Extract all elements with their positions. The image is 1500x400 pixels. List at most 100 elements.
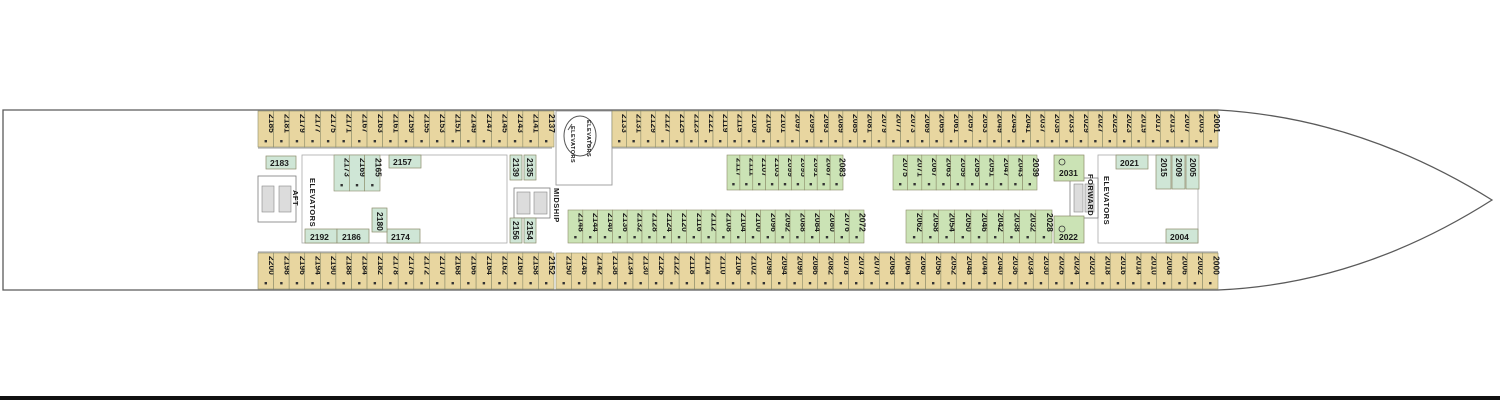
cabin-2077[interactable]: 2077 [885,110,904,148]
cabin-2000[interactable]: 2000 [1202,252,1222,290]
cabin-2049[interactable]: 2049 [986,110,1005,148]
cabin-2200[interactable]: 2200 [257,252,277,290]
cabin-2154[interactable]: 2154 [523,217,537,244]
cabin-2184[interactable]: 2184 [351,252,370,290]
cabin-2105[interactable]: 2105 [755,110,775,148]
cabin-2174[interactable]: 2174 [386,228,421,244]
cabin-2004[interactable]: 2004 [1165,228,1199,244]
cabin-2092[interactable]: 2092 [774,209,794,244]
cabin-2125[interactable]: 2125 [669,110,688,148]
cabin-2152[interactable]: 2152 [538,252,557,290]
cabin-2044[interactable]: 2044 [971,252,991,290]
cabin-number: 2178 [391,256,401,275]
cabin-2180[interactable]: 2180 [371,207,388,233]
cabin-2009[interactable]: 2009 [1171,154,1186,190]
cabin-number: 2122 [672,256,682,275]
cabin-2083[interactable]: 2083 [829,154,848,191]
cabin-2039[interactable]: 2039 [1022,154,1041,191]
cabin-2031[interactable]: 2031 [1053,154,1085,182]
cabin-2173[interactable]: 2173 [333,154,353,192]
cabin-2107[interactable]: 2107 [752,154,770,191]
cabin-2119[interactable]: 2119 [712,110,731,148]
cabin-2169[interactable]: 2169 [349,154,368,192]
cabin-2091[interactable]: 2091 [804,154,822,191]
cabin-2046[interactable]: 2046 [970,209,990,244]
cabin-number: 2045 [1010,114,1020,133]
svg-text:2139: 2139 [511,158,521,177]
cabin-2122[interactable]: 2122 [663,252,683,290]
cabin-2052[interactable]: 2052 [940,252,960,290]
cabin-2026[interactable]: 2026 [1048,252,1068,290]
cabin-2097[interactable]: 2097 [784,110,803,148]
cabin-2013[interactable]: 2013 [1159,110,1179,148]
cabin-2139[interactable]: 2139 [509,154,523,181]
cabin-2055[interactable]: 2055 [964,154,983,191]
cabin-2027[interactable]: 2027 [1087,110,1106,148]
cabin-number: 2063 [944,158,954,177]
cabin-number: 2080 [828,213,838,232]
cabin-2019[interactable]: 2019 [1131,110,1150,148]
cabin-2063[interactable]: 2063 [935,154,954,191]
cabin-2022[interactable]: 2022 [1053,215,1085,244]
cabin-2182[interactable]: 2182 [366,252,386,290]
cabin-2088[interactable]: 2088 [789,209,808,244]
cabin-2153[interactable]: 2153 [429,110,448,148]
cabin-2168[interactable]: 2168 [444,252,464,290]
cabin-2192[interactable]: 2192 [304,228,338,244]
cabin-2060[interactable]: 2060 [909,252,929,290]
cabin-2170[interactable]: 2170 [429,252,448,290]
cabin-2021[interactable]: 2021 [1115,154,1149,170]
cabin-2095[interactable]: 2095 [791,154,809,191]
cabin-2081[interactable]: 2081 [856,110,876,148]
cabin-number: 2079 [880,114,890,133]
cabin-2186[interactable]: 2186 [336,228,370,244]
cabin-2007[interactable]: 2007 [1174,110,1193,148]
cabin-2146[interactable]: 2146 [571,252,590,290]
cabin-number: 2044 [980,256,990,275]
cabin-2014[interactable]: 2014 [1125,252,1145,290]
cabin-2149[interactable]: 2149 [460,110,480,148]
cabin-2147[interactable]: 2147 [475,110,495,148]
cabin-2030[interactable]: 2030 [1032,252,1052,290]
cabin-2074[interactable]: 2074 [848,252,868,290]
cabin-2038[interactable]: 2038 [1003,209,1022,244]
cabin-2037[interactable]: 2037 [1030,110,1049,148]
cabin-2104[interactable]: 2104 [730,209,749,244]
cabin-2135[interactable]: 2135 [523,154,537,181]
cabin-2141[interactable]: 2141 [522,110,542,148]
cabin-2034[interactable]: 2034 [1017,252,1037,290]
cabin-2142[interactable]: 2142 [586,252,606,290]
cabin-2165[interactable]: 2165 [364,154,384,192]
cabin-2124[interactable]: 2124 [656,209,675,244]
cabin-2028[interactable]: 2028 [1035,209,1055,244]
cabin-number: 2175 [329,114,339,133]
cabin-2157[interactable]: 2157 [388,154,422,169]
cabin-2015[interactable]: 2015 [1155,154,1172,190]
cabin-2108[interactable]: 2108 [715,209,734,244]
cabin-2133[interactable]: 2133 [611,110,630,148]
cabin-2087[interactable]: 2087 [816,154,835,191]
cabin-2070[interactable]: 2070 [863,252,883,290]
cabin-2056[interactable]: 2056 [925,252,944,290]
cabin-2023[interactable]: 2023 [1116,110,1135,148]
cabin-2005[interactable]: 2005 [1185,154,1200,190]
cabin-2137[interactable]: 2137 [538,110,557,148]
cabin-2048[interactable]: 2048 [955,252,975,290]
cabin-2058[interactable]: 2058 [921,209,941,244]
cabin-2156[interactable]: 2156 [509,217,523,244]
cabin-2072[interactable]: 2072 [848,209,868,244]
cabin-number: 2136 [621,213,631,232]
cabin-2120[interactable]: 2120 [671,209,690,244]
cabin-2050[interactable]: 2050 [954,209,974,244]
cabin-2183[interactable]: 2183 [265,155,297,170]
cabin-number: 2062 [915,213,925,232]
cabin-2054[interactable]: 2054 [938,209,958,244]
cabin-number: 2106 [734,256,744,275]
cabin-2082[interactable]: 2082 [817,252,837,290]
cabin-2061[interactable]: 2061 [943,110,962,148]
cabin-2121[interactable]: 2121 [698,110,717,148]
cabin-number: 2145 [500,114,510,133]
cabin-2001[interactable]: 2001 [1203,110,1222,148]
svg-text:2180: 2180 [375,212,385,231]
